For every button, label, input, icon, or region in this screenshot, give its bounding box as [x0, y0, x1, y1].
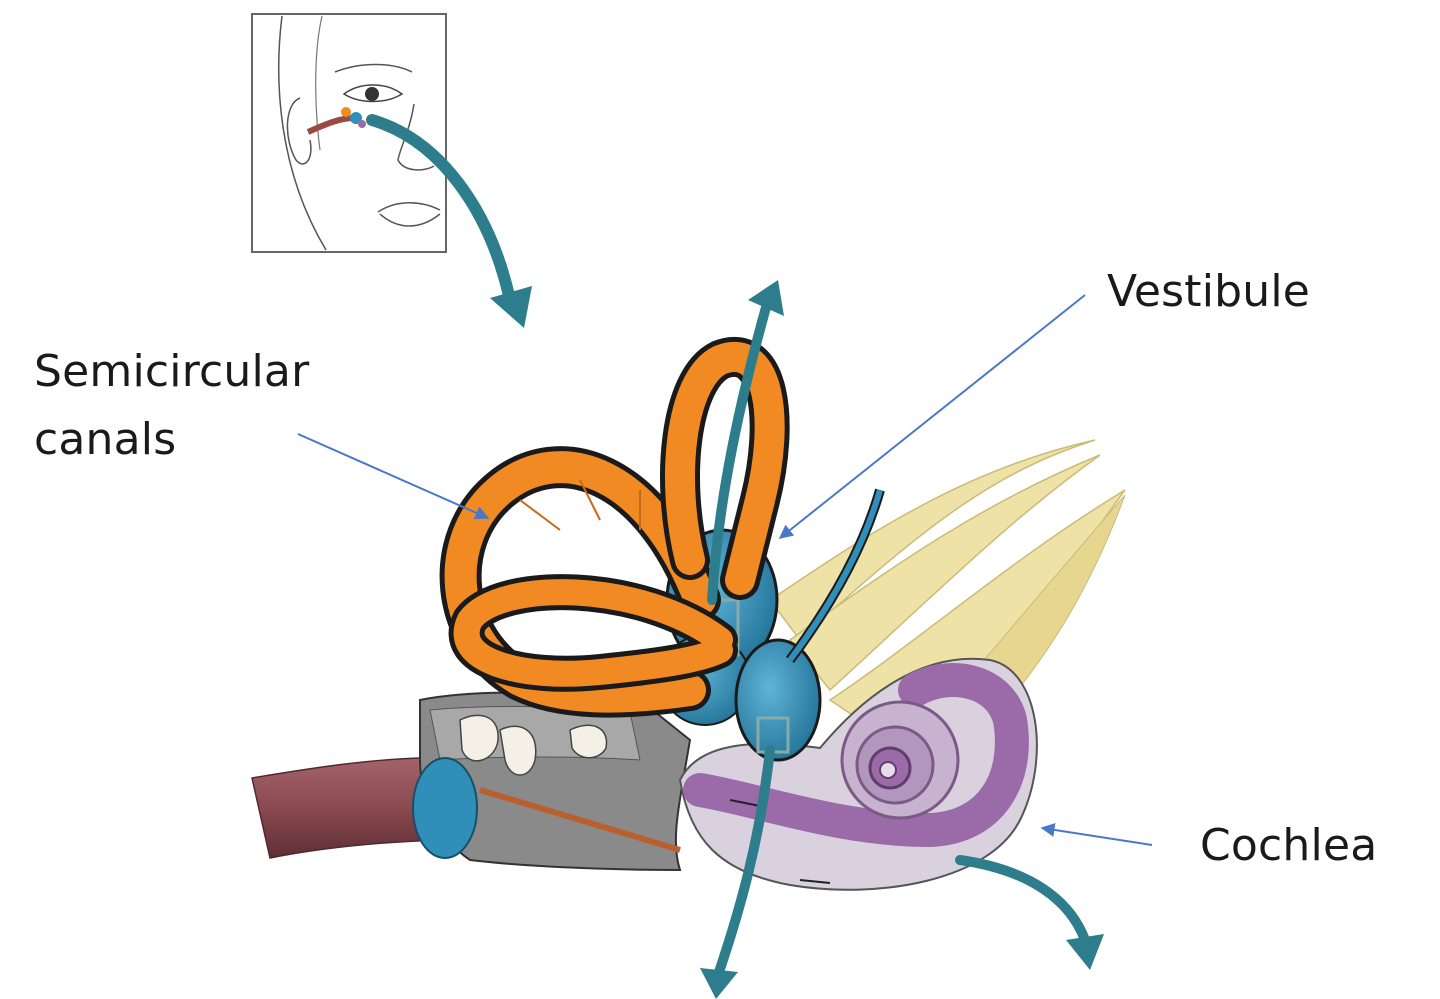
pointer-lines: [297, 294, 1153, 846]
nerve-bundles: [768, 439, 1126, 727]
label-semicircular-canals-line2: canals: [34, 414, 177, 466]
label-semicircular-canals: Semicircular canals: [34, 338, 309, 474]
fluid-channels: [785, 488, 885, 663]
pointer-vestibule: [778, 294, 1086, 539]
cochlea: [678, 657, 1038, 891]
label-cochlea: Cochlea: [1200, 820, 1378, 871]
pointer-cochlea: [1040, 823, 1153, 846]
face-thumbnail: [251, 13, 447, 253]
label-vestibule: Vestibule: [1107, 266, 1311, 317]
flow-arrows: [366, 114, 1104, 999]
middle-ear-structure: [412, 691, 692, 872]
label-semicircular-canals-line1: Semicircular: [34, 346, 310, 397]
ear-canal: [251, 757, 441, 859]
pointer-semicircular-canals: [297, 433, 490, 520]
